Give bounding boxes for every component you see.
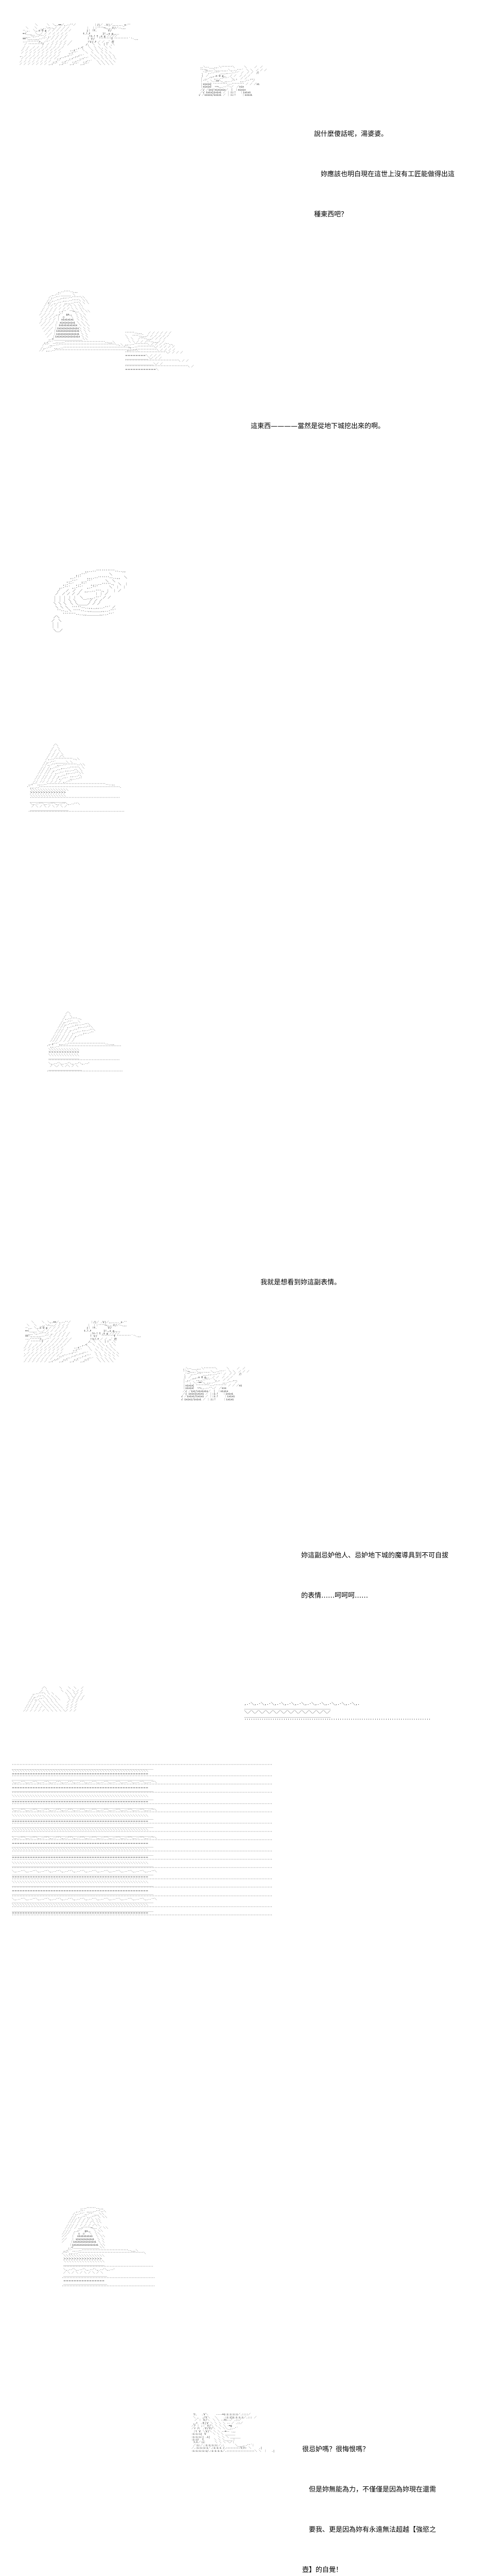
dialogue-line: 妳應該也明白現在這世上沒有工匠能做得出這 — [314, 171, 455, 178]
dialogue-line: 的表情……呵呵呵…… — [301, 1592, 369, 1600]
dialogue-line: 這東西————當然是從地下城挖出來的啊。 — [251, 422, 385, 430]
ascii-art-panel-5: ／＼ ／ ＼ ／,.-‐''''‐-､ ／,.-''´＿＿＼ ／／,.-''´ … — [47, 1012, 123, 1074]
ascii-art-panel-6: ＼ ＼ ＼,.==／,.-‐''／ ｜/|／ .Ｖ|／,,.､.､._x‐'' … — [24, 1321, 141, 1364]
dialogue-line: 壺】的自覺！ — [302, 2566, 343, 2574]
dialogue-line: 要我、更是因為妳有永遠無法超越【強慾之 — [302, 2526, 437, 2534]
dialogue-line: 種東西吧？ — [314, 211, 348, 218]
dialogue-line: 很忌妒嗎？很悔恨嗎？ — [302, 2446, 370, 2453]
dialogue-block-5: 很忌妒嗎？很悔恨嗎？ 但是妳無能為力，不僅僅是因為妳現在還需 要我、更是因為妳有… — [302, 2416, 487, 2576]
ascii-art-panel-1b: ,.＼‐-＿＿,,.＼'''''''＼ ＼ ／ ／ '''～､,,.＼,,..､… — [199, 66, 267, 97]
dialogue-line: 我就是想看到妳這副表情。 — [260, 1279, 341, 1286]
ascii-art-panel-8: ,.-‐''''''‐-､,, ,.-''´ ,,..-‐'''‐-＼ ／,.-… — [62, 2207, 155, 2289]
dialogue-block-2: 這東西————當然是從地下城挖出來的啊。 — [251, 393, 472, 447]
dialogue-block-1: 說什麼傻話呢，湯婆婆。 妳應該也明白現在這世上沒有工匠能做得出這 種東西吧？ — [314, 101, 484, 235]
ascii-art-panel-1: ＼ ＼ ＼,.==／,.-‐''／ ｜/|／ .Ｖ|／,,.､.､._x‐'' … — [20, 24, 138, 66]
dialogue-line: 妳這副忌妒他人、忌妒地下城的魔導具到不可自拔 — [301, 1552, 449, 1560]
ascii-art-panel-7-field: ''''''''''''''''''''''''''''''''''''''''… — [12, 1764, 272, 1918]
ascii-art-panel-2: ,.-‐''''‐-､,, ,.-''´＿＿＿＿ ＼ ／,.-''´＿,,..-… — [39, 291, 138, 352]
dialogue-line: 但是妳無能為力，不僅僅是因為妳現在還需 — [302, 2486, 437, 2494]
ascii-art-panel-2b: ''''''‐-､,,_ ／ ／ ／ ／ ／ ／ ＼ ''''‐-､,,／ ／ … — [124, 332, 194, 371]
ascii-art-panel-8b: リ､ .Ｖ＼ ‐‐‐‐=i:i:i:i:i／.::::／ ＼ , ./Ｖ＼ ＼ … — [192, 2413, 275, 2453]
dialogue-block-4: 妳這副忌妒他人、忌妒地下城的魔導具到不可自拔 的表情……呵呵呵…… — [301, 1522, 486, 1616]
ascii-art-zigzag-banner: ,.-＼,.-＼,.-＼,.-＼,.-＼,.-＼,.-＼,.-＼,.-＼,.-＼… — [244, 1702, 431, 1722]
dialogue-block-3: 我就是想看到妳這副表情。 — [260, 1249, 466, 1303]
ascii-art-panel-3: ,,..-‐''''''''''‐-..,, ,.-''´ ＼ ,.-''´ ,… — [51, 569, 128, 633]
ascii-art-panel-4: ／＼ ／ ＼ ／ ／ ＼ ／ ／ ／ ＼ ／ ／ ／ ／＼ ／,.-‐'''''… — [27, 744, 125, 815]
ascii-art-panel-7: ／＼ ＼ ＼ ＼ ／ ／ ＼ ＼ ＼ ＼ ／ ／ ,.-‐'''＼ ＼ ＼ ＼ … — [23, 1687, 85, 1713]
dialogue-line: 說什麼傻話呢，湯婆婆。 — [314, 130, 388, 138]
ascii-art-panel-6b: ,.＼‐-＿＿,,.＼'''''''＼ ＼ ／ ／ '''～､,,.＼,,..､… — [181, 1367, 250, 1401]
